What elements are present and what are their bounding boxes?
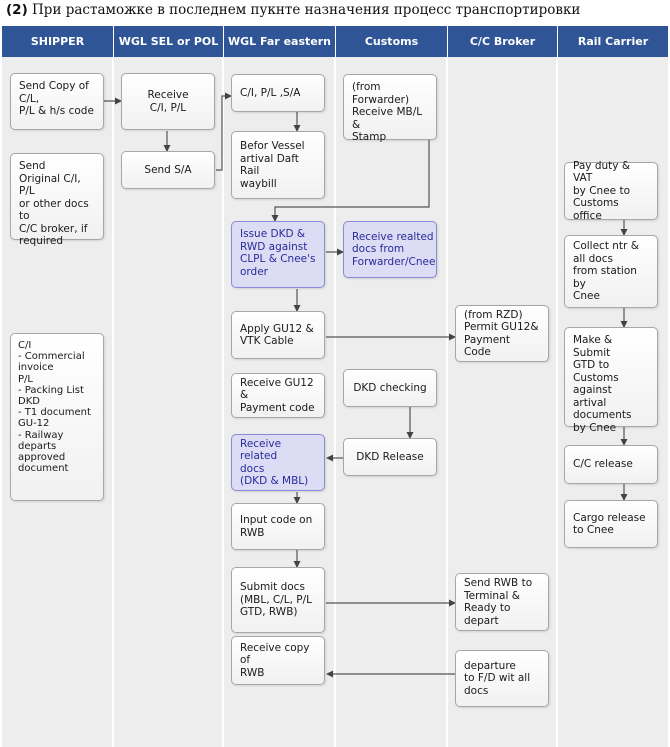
box-make-submit-gtd: Make & Submit GTD to Customs against art… xyxy=(564,327,658,434)
box-cargo-release: Cargo release to Cnee xyxy=(564,500,658,548)
box-cc-release: C/C release xyxy=(564,445,658,484)
box-departure: departure to F/D wit all docs xyxy=(455,650,549,707)
box-document-legend: C/I - Commercial invoice P/L - Packing L… xyxy=(10,333,104,501)
box-collect-ntr: Collect ntr & all docs from station by C… xyxy=(564,235,658,308)
box-dkd-release: DKD Release xyxy=(343,438,437,476)
box-receive-realted-docs: Receive realted docs from Forwarder/Cnee xyxy=(343,221,437,278)
box-issue-dkd: Issue DKD & RWD against CLPL & Cnee's or… xyxy=(231,221,325,288)
page-title: (2) При растаможке в последнем пукнте на… xyxy=(6,2,580,18)
box-receive-gu12: Receive GU12 & Payment code xyxy=(231,373,325,418)
box-submit-docs: Submit docs (MBL, C/L, P/L GTD, RWB) xyxy=(231,567,325,633)
box-input-code: Input code on RWB xyxy=(231,503,325,550)
lane-bg-cc-broker xyxy=(448,57,556,747)
box-permit-gu12: (from RZD) Permit GU12& Payment Code xyxy=(455,305,549,362)
box-send-copy: Send Copy of C/L, P/L & h/s code xyxy=(10,73,104,130)
lane-header-rail-carrier: Rail Carrier xyxy=(558,26,668,57)
lane-header-cc-broker: C/C Broker xyxy=(448,26,558,57)
box-receive-copy-rwb: Receive copy of RWB xyxy=(231,636,325,685)
arrow-send-sa-to-ci-pl-sa xyxy=(216,92,232,171)
box-send-original: Send Original C/I, P/L or other docs to … xyxy=(10,153,104,247)
box-apply-gu12: Apply GU12 & VTK Cable xyxy=(231,311,325,359)
arrow-receive-mbl-to-issue-dkd xyxy=(271,140,430,222)
box-receive-mbl: (from Forwarder) Receive MB/L & Stamp xyxy=(343,74,437,143)
box-send-rwb: Send RWB to Terminal & Ready to depart xyxy=(455,573,549,631)
box-send-sa: Send S/A xyxy=(121,151,215,189)
box-before-vessel: Befor Vessel artival Daft Rail waybill xyxy=(231,131,325,199)
title-number: (2) xyxy=(6,2,28,18)
box-receive-ci-pl: Receive C/I, P/L xyxy=(121,73,215,130)
box-dkd-checking: DKD checking xyxy=(343,369,437,407)
lane-header-wgl-sel: WGL SEL or POL xyxy=(114,26,224,57)
lane-header-shipper: SHIPPER xyxy=(2,26,114,57)
lane-header-customs: Customs xyxy=(336,26,448,57)
box-receive-related-docs: Receive related docs (DKD & MBL) xyxy=(231,434,325,491)
lane-header-wgl-far-eastern: WGL Far eastern xyxy=(224,26,336,57)
title-text: При растаможке в последнем пукнте назнач… xyxy=(32,2,581,18)
box-ci-pl-sa: C/I, P/L ,S/A xyxy=(231,74,325,112)
box-pay-duty: Pay duty & VAT by Cnee to Customs office xyxy=(564,160,658,222)
